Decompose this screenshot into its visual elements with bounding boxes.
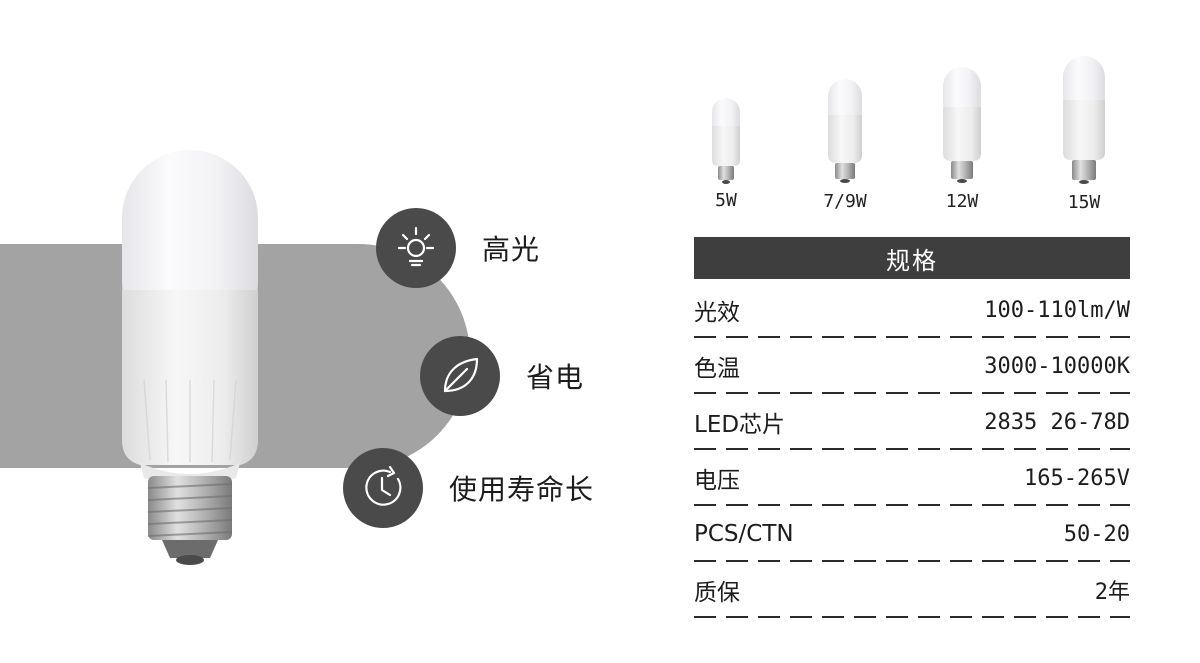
dashed-divider	[694, 616, 1130, 618]
spec-value: 50-20	[1063, 521, 1130, 547]
feature-icon-circle	[376, 208, 456, 288]
spec-value: 3000-10000K	[984, 353, 1130, 379]
spec-row: 光效 100-110lm/W	[694, 282, 1130, 338]
feature-long-life: 使用寿命长	[343, 448, 594, 528]
size-label: 5W	[715, 190, 737, 211]
size-label: 12W	[945, 191, 979, 212]
spec-row: LED芯片 2835 26-78D	[694, 394, 1130, 450]
size-variant-15w: 15W	[1054, 54, 1114, 213]
feature-high-brightness: 高光	[376, 208, 540, 288]
dashed-divider	[694, 504, 1130, 506]
size-variant-5w: 5W	[696, 96, 756, 211]
feature-icon-circle	[420, 336, 500, 416]
spec-name: 电压	[694, 468, 740, 494]
spec-name: LED芯片	[694, 412, 786, 438]
sun-icon	[397, 226, 435, 267]
size-label: 15W	[1067, 192, 1101, 213]
spec-row: 色温 3000-10000K	[694, 338, 1130, 394]
spec-value: 100-110lm/W	[984, 297, 1130, 323]
spec-name: PCS/CTN	[694, 521, 794, 547]
bulb-5w-image	[712, 98, 740, 184]
spec-name: 色温	[694, 356, 740, 382]
spec-row: PCS/CTN 50-20	[694, 506, 1130, 562]
dashed-divider	[694, 448, 1130, 450]
spec-value: 2年	[1094, 580, 1130, 605]
size-label: 7/9W	[823, 191, 867, 212]
spec-name: 质保	[694, 580, 740, 606]
feature-label: 使用寿命长	[449, 473, 595, 506]
dashed-divider	[694, 392, 1130, 394]
spec-value: 165-265V	[1024, 465, 1130, 491]
dashed-divider	[694, 560, 1130, 562]
spec-row: 电压 165-265V	[694, 450, 1130, 506]
spec-table: 光效 100-110lm/W 色温 3000-10000K LED芯片 2835…	[694, 282, 1130, 618]
spec-table-header: 规格	[694, 237, 1130, 279]
spec-name: 光效	[694, 300, 740, 326]
hero-bulb-image	[122, 150, 258, 565]
feature-label: 省电	[526, 361, 585, 394]
spec-value: 2835 26-78D	[984, 409, 1130, 435]
clock-icon	[365, 465, 402, 506]
bulb-7-9w-image	[828, 79, 862, 183]
bulb-12w-image	[943, 67, 981, 183]
spec-row: 质保 2年	[694, 562, 1130, 618]
feature-label: 高光	[482, 233, 541, 266]
leaf-icon	[443, 357, 479, 393]
bulb-15w-image	[1063, 56, 1105, 184]
feature-icon-circle	[343, 448, 423, 528]
size-variant-7-9w: 7/9W	[810, 77, 880, 212]
size-variant-12w: 12W	[932, 65, 992, 212]
dashed-divider	[694, 336, 1130, 338]
feature-energy-saving: 省电	[420, 336, 584, 416]
